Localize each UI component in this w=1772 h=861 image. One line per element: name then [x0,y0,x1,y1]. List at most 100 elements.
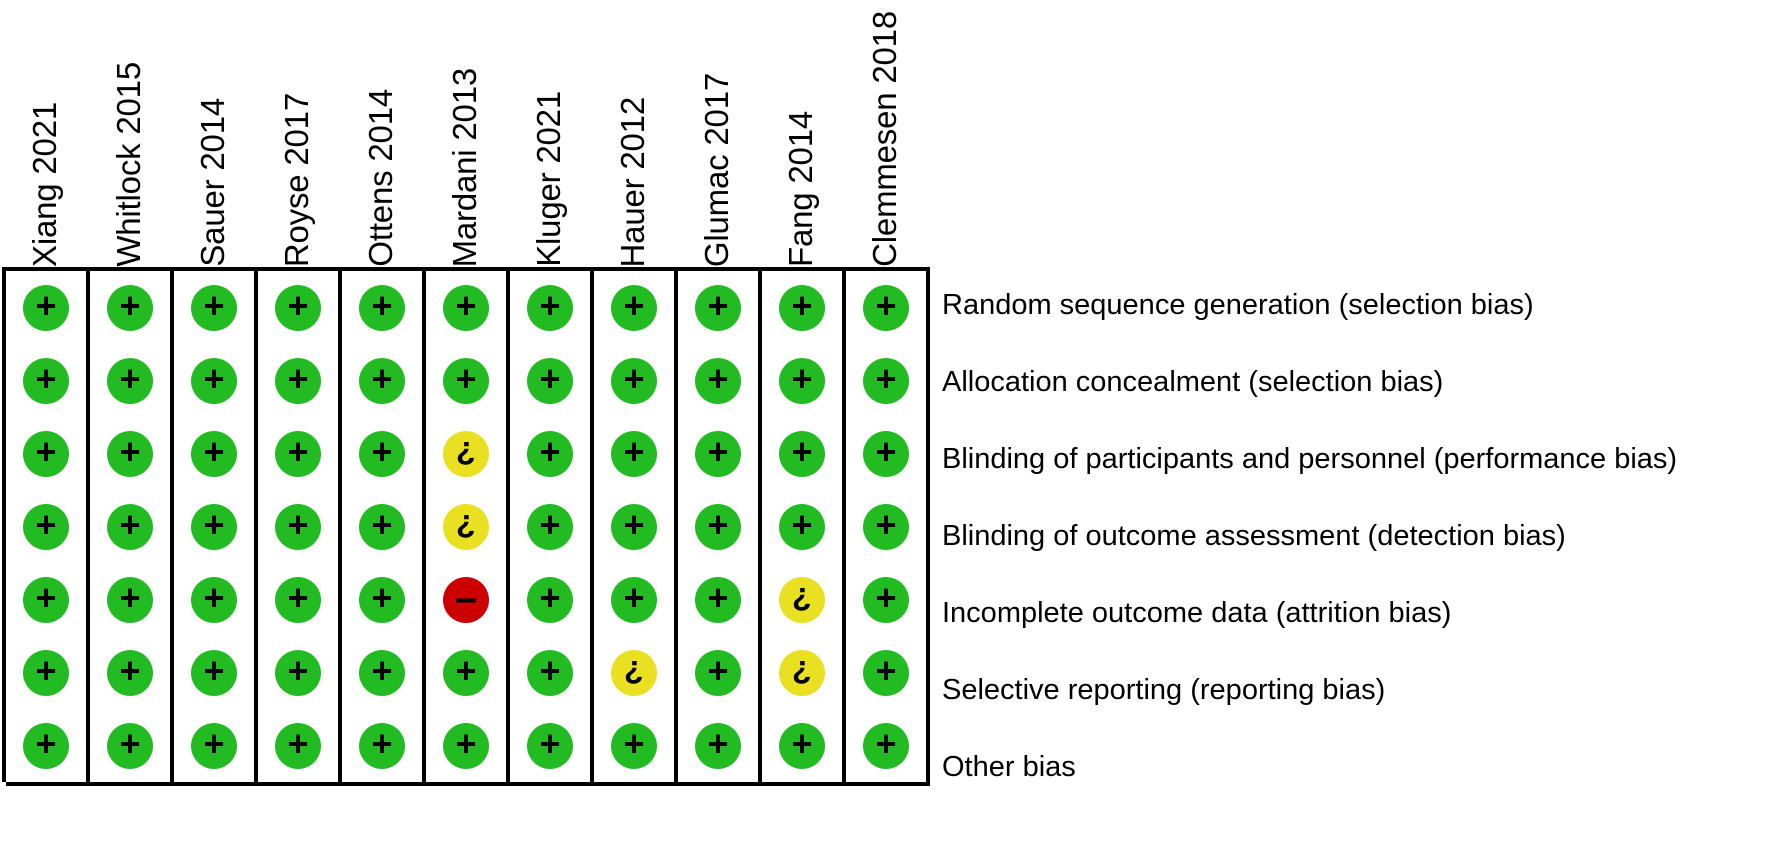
risk-of-bias-cell[interactable]: + [426,271,510,348]
judgement-glyph: – [454,575,478,620]
risk-of-bias-cell[interactable]: + [846,709,930,786]
risk-of-bias-cell[interactable]: + [426,344,510,421]
risk-of-bias-cell[interactable]: + [762,417,846,494]
risk-of-bias-cell[interactable]: – [426,563,510,640]
risk-of-bias-cell[interactable]: + [174,344,258,421]
risk-of-bias-cell[interactable]: + [594,563,678,640]
risk-of-bias-cell[interactable]: + [594,417,678,494]
risk-of-bias-cell[interactable]: + [510,709,594,786]
judgement-glyph: + [623,358,645,399]
risk-of-bias-cell[interactable]: + [342,563,426,640]
risk-of-bias-cell[interactable]: + [846,636,930,713]
judgement-glyph: + [35,504,57,545]
risk-of-bias-cell[interactable]: + [678,563,762,640]
risk-of-bias-cell[interactable]: + [678,636,762,713]
risk-of-bias-cell[interactable]: + [258,271,342,348]
risk-of-bias-cell[interactable]: + [510,563,594,640]
risk-of-bias-cell[interactable]: + [342,490,426,567]
risk-of-bias-cell[interactable]: + [510,636,594,713]
risk-of-bias-cell[interactable]: + [678,271,762,348]
risk-of-bias-cell[interactable]: + [846,417,930,494]
risk-of-bias-cell[interactable]: + [510,271,594,348]
risk-of-bias-cell[interactable]: + [258,563,342,640]
risk-of-bias-cell[interactable]: + [6,271,90,348]
study-column-header: Glumac 2017 [674,5,758,267]
risk-of-bias-cell[interactable]: + [342,709,426,786]
judgement-unclear-icon: ? [611,649,657,696]
risk-of-bias-cell[interactable]: + [342,636,426,713]
risk-of-bias-cell[interactable]: + [846,271,930,348]
risk-of-bias-cell[interactable]: + [6,636,90,713]
risk-of-bias-cell[interactable]: ? [594,636,678,713]
risk-of-bias-cell[interactable]: + [510,417,594,494]
judgement-glyph: + [119,358,141,399]
risk-of-bias-cell[interactable]: + [762,490,846,567]
risk-of-bias-cell[interactable]: + [174,563,258,640]
judgement-low-icon: + [443,357,489,404]
risk-of-bias-cell[interactable]: + [342,271,426,348]
judgement-glyph: + [287,577,309,618]
risk-of-bias-cell[interactable]: + [678,490,762,567]
risk-of-bias-cell[interactable]: + [6,344,90,421]
risk-of-bias-cell[interactable]: + [90,271,174,348]
risk-of-bias-cell[interactable]: ? [762,636,846,713]
risk-of-bias-cell[interactable]: + [90,344,174,421]
bias-domain-label: Blinding of outcome assessment (detectio… [942,519,1566,552]
judgement-low-icon: + [191,357,237,404]
risk-of-bias-cell[interactable]: + [258,417,342,494]
judgement-glyph: + [455,285,477,326]
risk-of-bias-cell[interactable]: + [174,417,258,494]
risk-of-bias-cell[interactable]: + [678,344,762,421]
risk-of-bias-cell[interactable]: + [6,417,90,494]
judgement-low-icon: + [359,649,405,696]
risk-of-bias-cell[interactable]: + [342,417,426,494]
judgement-low-icon: + [779,430,825,477]
risk-of-bias-cell[interactable]: + [174,271,258,348]
risk-of-bias-cell[interactable]: + [426,709,510,786]
risk-of-bias-cell[interactable]: + [258,709,342,786]
risk-of-bias-cell[interactable]: + [90,417,174,494]
risk-of-bias-cell[interactable]: + [678,709,762,786]
risk-of-bias-cell[interactable]: + [258,490,342,567]
risk-of-bias-cell[interactable]: + [6,490,90,567]
risk-of-bias-cell[interactable]: + [594,490,678,567]
risk-of-bias-cell[interactable]: + [594,709,678,786]
judgement-glyph: + [455,723,477,764]
judgement-low-icon: + [695,503,741,550]
risk-of-bias-cell[interactable]: + [6,563,90,640]
risk-of-bias-cell[interactable]: + [762,271,846,348]
risk-of-bias-cell[interactable]: + [90,636,174,713]
risk-of-bias-cell[interactable]: + [846,563,930,640]
judgement-glyph: + [791,285,813,326]
risk-of-bias-cell[interactable]: + [594,271,678,348]
study-label: Clemmesen 2018 [865,11,903,267]
risk-of-bias-cell[interactable]: + [6,709,90,786]
judgement-glyph: + [875,650,897,691]
judgement-low-icon: + [695,576,741,623]
risk-of-bias-cell[interactable]: + [90,709,174,786]
risk-of-bias-cell[interactable]: + [762,344,846,421]
risk-of-bias-cell[interactable]: + [90,490,174,567]
risk-of-bias-cell[interactable]: + [594,344,678,421]
risk-of-bias-cell[interactable]: + [342,344,426,421]
risk-of-bias-cell[interactable]: + [510,490,594,567]
risk-of-bias-cell[interactable]: + [174,709,258,786]
risk-of-bias-cell[interactable]: + [678,417,762,494]
risk-of-bias-cell[interactable]: + [258,636,342,713]
risk-of-bias-cell[interactable]: + [174,636,258,713]
risk-of-bias-cell[interactable]: + [762,709,846,786]
risk-of-bias-cell[interactable]: + [846,344,930,421]
risk-of-bias-cell[interactable]: + [510,344,594,421]
risk-of-bias-cell[interactable]: ? [426,417,510,494]
judgement-glyph: + [119,504,141,545]
risk-of-bias-cell[interactable]: ? [426,490,510,567]
risk-of-bias-cell[interactable]: + [174,490,258,567]
risk-of-bias-cell[interactable]: + [90,563,174,640]
risk-of-bias-cell[interactable]: + [258,344,342,421]
risk-of-bias-cell[interactable]: + [426,636,510,713]
judgement-glyph: + [875,504,897,545]
risk-of-bias-cell[interactable]: + [846,490,930,567]
judgement-low-icon: + [23,430,69,477]
risk-of-bias-cell[interactable]: ? [762,563,846,640]
